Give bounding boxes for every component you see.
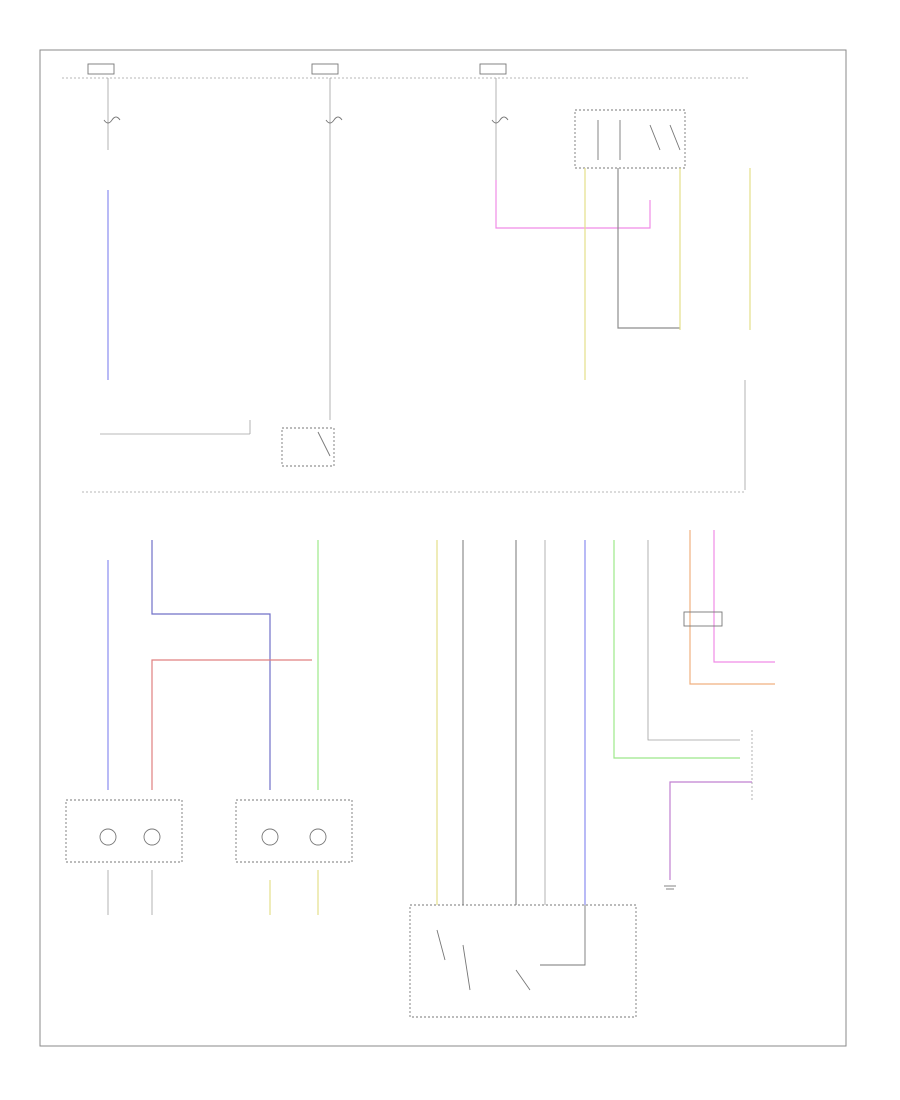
- ground-symbol: [664, 885, 676, 890]
- wire-purple: [669, 781, 752, 880]
- center-relay: [281, 427, 335, 467]
- wire-gray-relay: [617, 168, 680, 329]
- wire-gray-5: [647, 540, 740, 741]
- right-headlamp: [65, 799, 183, 863]
- connector-c1: [683, 611, 723, 627]
- left-headlamp: [235, 799, 353, 863]
- wire-pink-top: [495, 180, 651, 229]
- fuse-1: [87, 63, 121, 150]
- wire-orange: [689, 530, 775, 685]
- relay-box: [574, 109, 686, 169]
- fuse-2: [311, 63, 343, 420]
- fuse-3: [479, 63, 509, 180]
- wire-violet: [151, 540, 271, 790]
- headlamp-switch: [409, 904, 637, 1018]
- wire-green-2: [613, 540, 740, 759]
- wire-pink-2: [713, 530, 775, 663]
- diagram-frame: [39, 49, 847, 1047]
- wire-red: [151, 659, 312, 790]
